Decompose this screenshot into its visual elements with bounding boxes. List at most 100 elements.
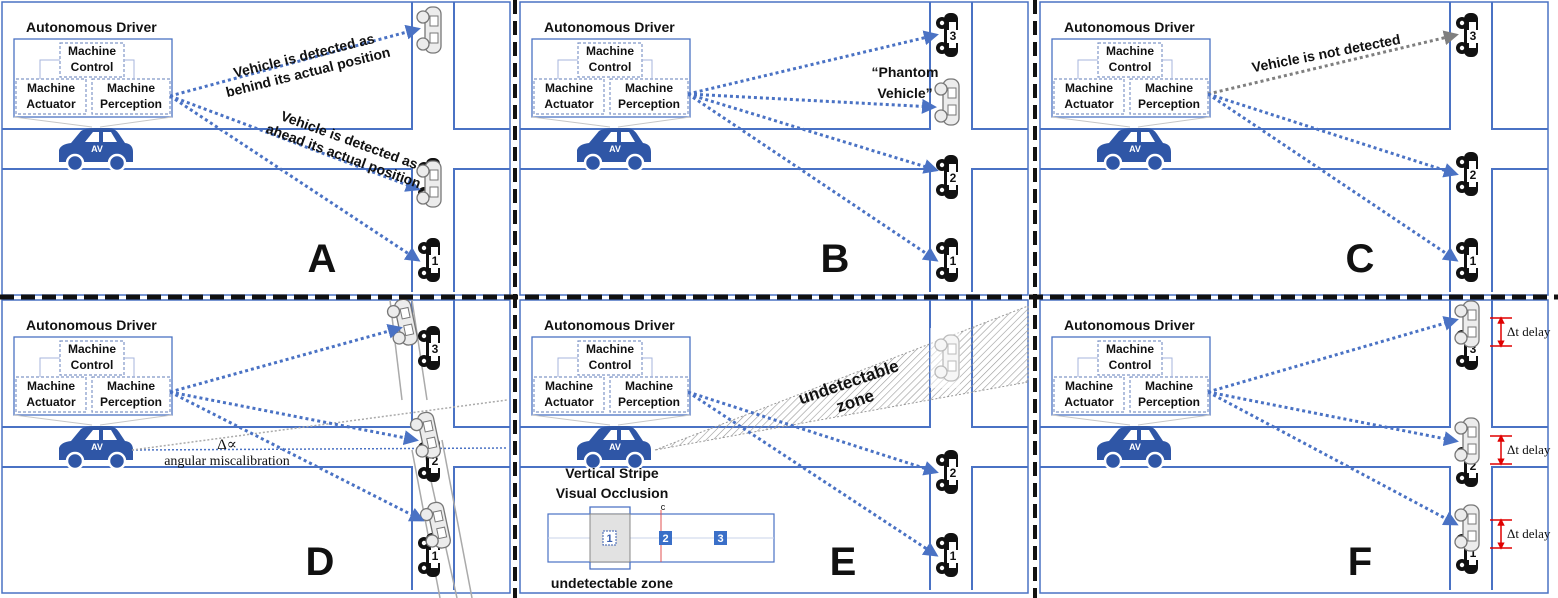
vehicle-number-bg (1467, 255, 1479, 268)
panel-letter: A (308, 237, 337, 281)
projection-line (531, 414, 611, 426)
machine-actuator-label: Machine (27, 379, 75, 393)
machine-actuator-label: Actuator (1064, 395, 1114, 409)
machine-control-label: Machine (68, 44, 116, 58)
road-edge (1040, 300, 1451, 428)
road-edge (1040, 168, 1451, 292)
projection-line (531, 116, 611, 128)
vehicle-number: 3 (432, 342, 439, 356)
sight-line (131, 447, 508, 451)
ghost-car-icon (416, 6, 442, 54)
machine-control-label: Control (1109, 60, 1152, 74)
stripe-bracket (589, 562, 631, 570)
ghost-car-icon (1454, 504, 1480, 552)
machine-perception-box (91, 376, 171, 413)
vehicle-number: 1 (950, 254, 957, 268)
vehicle-number-bg (429, 550, 441, 563)
connector (1162, 59, 1173, 79)
machine-actuator-box (1053, 376, 1125, 413)
vehicle-number: 2 (1470, 168, 1477, 182)
stripe-box-3 (714, 531, 727, 545)
machine-control-label: Machine (1106, 342, 1154, 356)
machine-actuator-label: Actuator (544, 97, 594, 111)
machine-control-box (1097, 42, 1163, 78)
projection-line (99, 116, 173, 128)
panel-F: Autonomous DriverMachineControlMachineAc… (1039, 299, 1551, 594)
arrow (1207, 92, 1459, 262)
road-edge (453, 466, 510, 590)
road-edge (971, 2, 1028, 130)
machine-control-label: Machine (1106, 44, 1154, 58)
projection-line (1137, 116, 1211, 128)
road-edge (520, 168, 931, 292)
machine-perception-label: Machine (1145, 81, 1193, 95)
road-edge (1491, 168, 1548, 292)
road-edge (453, 300, 510, 428)
arrow (1207, 390, 1459, 447)
machine-actuator-label: Actuator (544, 395, 594, 409)
connector (1077, 59, 1098, 79)
machine-perception-label: Perception (618, 97, 680, 111)
projection-line (1051, 116, 1131, 128)
panel-letter: F (1348, 540, 1372, 584)
vehicle-number: 2 (1470, 459, 1477, 473)
machine-control-label: Machine (586, 342, 634, 356)
machine-actuator-label: Machine (545, 81, 593, 95)
stripe-c-label: c (661, 502, 666, 512)
machine-perception-label: Perception (1138, 97, 1200, 111)
machine-perception-label: Perception (618, 395, 680, 409)
connector (1077, 357, 1098, 377)
vehicle-number-bg (429, 255, 441, 268)
driver-title: Autonomous Driver (544, 19, 675, 35)
machine-actuator-label: Machine (1065, 81, 1113, 95)
projection-line (99, 414, 173, 426)
vehicle-number: 2 (950, 466, 957, 480)
driver-title: Autonomous Driver (26, 317, 157, 333)
ghost-car-icon (1454, 417, 1480, 465)
machine-perception-box (1129, 376, 1209, 413)
machine-actuator-label: Actuator (26, 395, 76, 409)
machine-control-label: Machine (586, 44, 634, 58)
stripe-bracket (589, 506, 631, 514)
ghost-car-icon (416, 160, 442, 208)
machine-perception-label: Machine (107, 81, 155, 95)
projection-line (1137, 414, 1211, 426)
vehicle-number: 3 (1470, 342, 1477, 356)
arrow (687, 390, 939, 557)
machine-control-box (1097, 340, 1163, 376)
connector (1162, 357, 1173, 377)
driver-title: Autonomous Driver (1064, 19, 1195, 35)
road-edge (1491, 2, 1548, 130)
projection-line (617, 414, 691, 426)
vehicle-number: 1 (1470, 546, 1477, 560)
machine-control-box (59, 340, 125, 376)
vehicle-number: 3 (1470, 29, 1477, 43)
stripe-title: Vertical Stripe (565, 465, 659, 481)
machine-perception-label: Machine (625, 379, 673, 393)
phantom-car-icon (934, 78, 960, 126)
panel-A: Autonomous DriverMachineControlMachineAc… (1, 1, 511, 296)
machine-perception-label: Perception (100, 395, 162, 409)
arrow (169, 390, 419, 446)
arrow (169, 24, 421, 98)
arrow (169, 390, 425, 522)
projection-line (13, 414, 93, 426)
delta-label: Δ∝ (217, 437, 237, 453)
machine-control-box (577, 42, 643, 78)
vehicle-number: 2 (432, 454, 439, 468)
panel-letter: E (830, 540, 857, 584)
delay-label: Δt delay (1507, 442, 1551, 457)
stripe-num: 3 (717, 533, 723, 545)
connector (642, 357, 653, 377)
phantom-label: Vehicle” (877, 85, 932, 101)
vehicle-number-bg (1467, 30, 1479, 43)
vehicle-number-bg (947, 255, 959, 268)
connector (39, 357, 60, 377)
panel-E: Autonomous DriverMachineControlMachineAc… (519, 299, 1029, 594)
slant-line (411, 299, 428, 401)
driver-title: Autonomous Driver (544, 317, 675, 333)
connector (642, 59, 653, 79)
vehicle-number-bg (947, 467, 959, 480)
